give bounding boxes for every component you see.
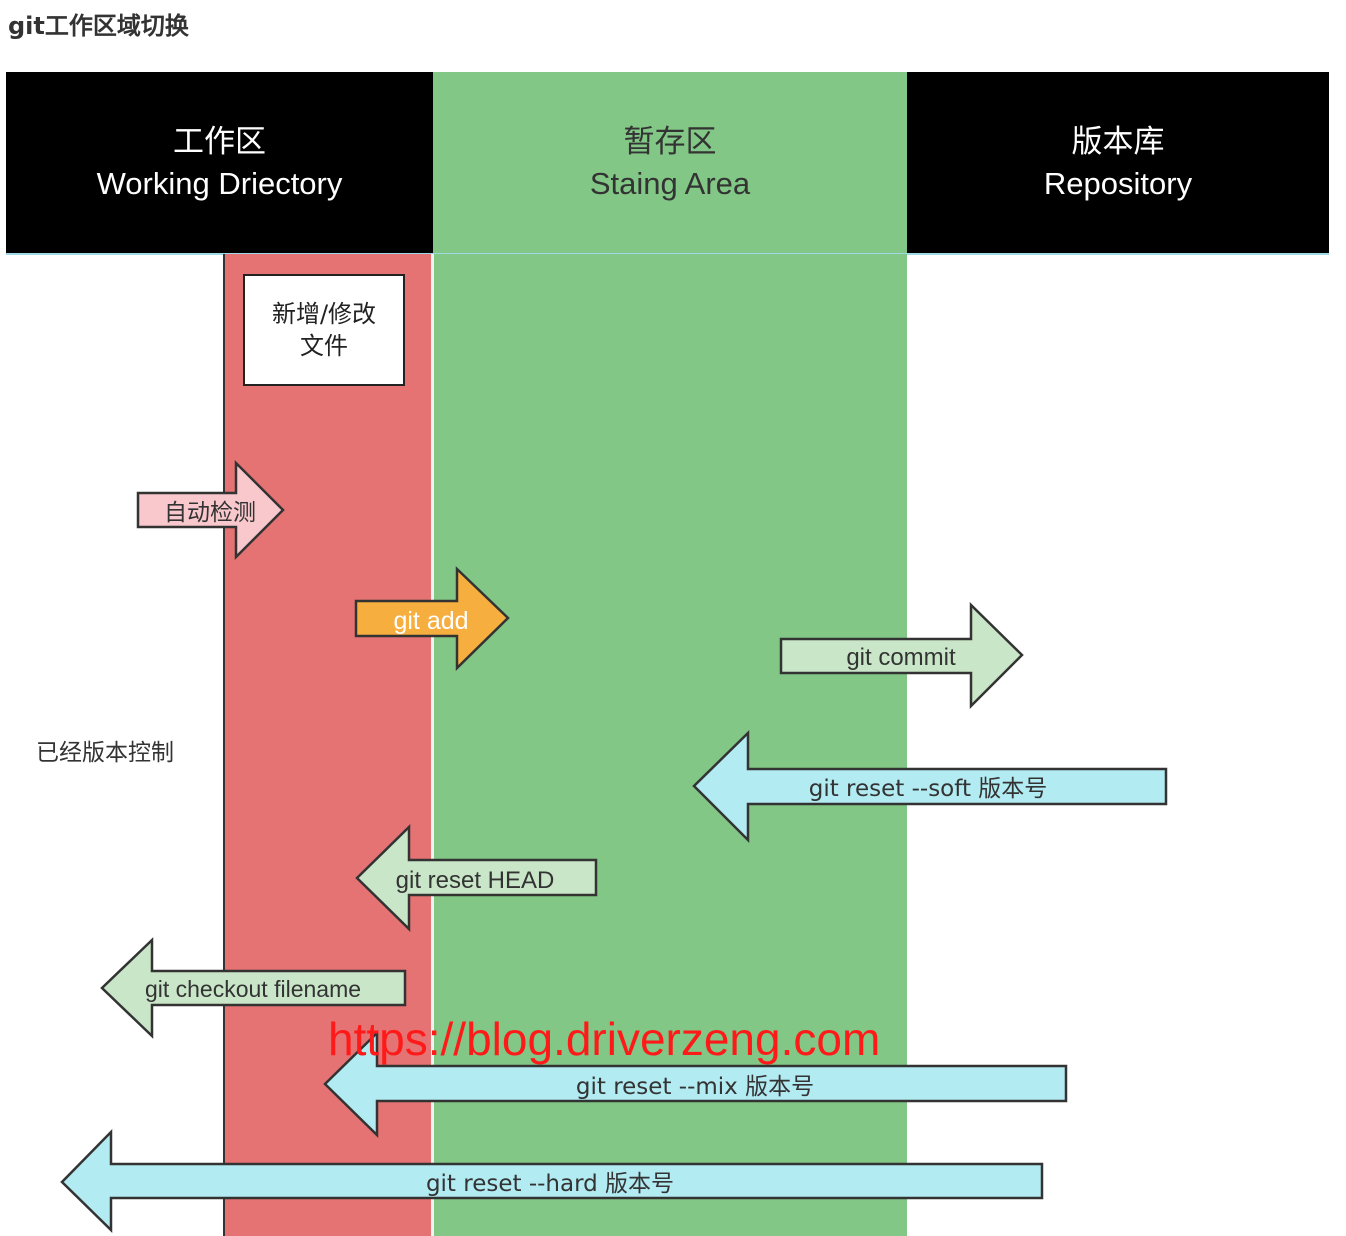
header-working-directory: 工作区 Working Driectory — [6, 72, 433, 254]
checkout-label: git checkout filename — [145, 976, 361, 1002]
reset-mix-arrow: git reset --mix 版本号 — [323, 1030, 1068, 1138]
reset-soft-arrow: git reset --soft 版本号 — [692, 730, 1168, 844]
reset-head-arrow: git reset HEAD — [355, 824, 598, 932]
reset-hard-label: git reset --hard 版本号 — [426, 1171, 674, 1197]
header-working-en: Working Driectory — [96, 166, 343, 201]
header-repository: 版本库 Repository — [907, 72, 1329, 254]
header-staging-en: Staing Area — [589, 166, 751, 201]
header-repo-en: Repository — [1043, 166, 1193, 201]
file-box-line1: 新增/修改 — [271, 300, 377, 328]
checkout-arrow: git checkout filename — [100, 937, 407, 1039]
header-staging-area: 暂存区 Staing Area — [433, 72, 907, 254]
reset-mix-label: git reset --mix 版本号 — [576, 1074, 814, 1100]
git-add-label: git add — [393, 607, 468, 635]
reset-soft-label: git reset --soft 版本号 — [809, 776, 1048, 802]
header-staging-zh: 暂存区 — [623, 124, 717, 160]
git-commit-label: git commit — [846, 644, 956, 671]
new-modified-file-box: 新增/修改 文件 — [243, 274, 405, 386]
auto-detect-arrow: 自动检测 — [136, 459, 285, 561]
git-commit-arrow: git commit — [779, 602, 1024, 710]
file-box-line2: 文件 — [300, 332, 348, 360]
auto-detect-label: 自动检测 — [164, 500, 256, 526]
version-controlled-label: 已经版本控制 — [36, 740, 174, 766]
header-working-zh: 工作区 — [173, 124, 266, 160]
header-repo-zh: 版本库 — [1071, 124, 1165, 160]
page-title: git工作区域切换 — [8, 12, 189, 40]
watermark-url: https://blog.driverzeng.com — [328, 1013, 881, 1065]
reset-hard-arrow: git reset --hard 版本号 — [60, 1128, 1044, 1233]
git-add-arrow: git add — [354, 566, 510, 671]
reset-head-label: git reset HEAD — [396, 867, 555, 894]
